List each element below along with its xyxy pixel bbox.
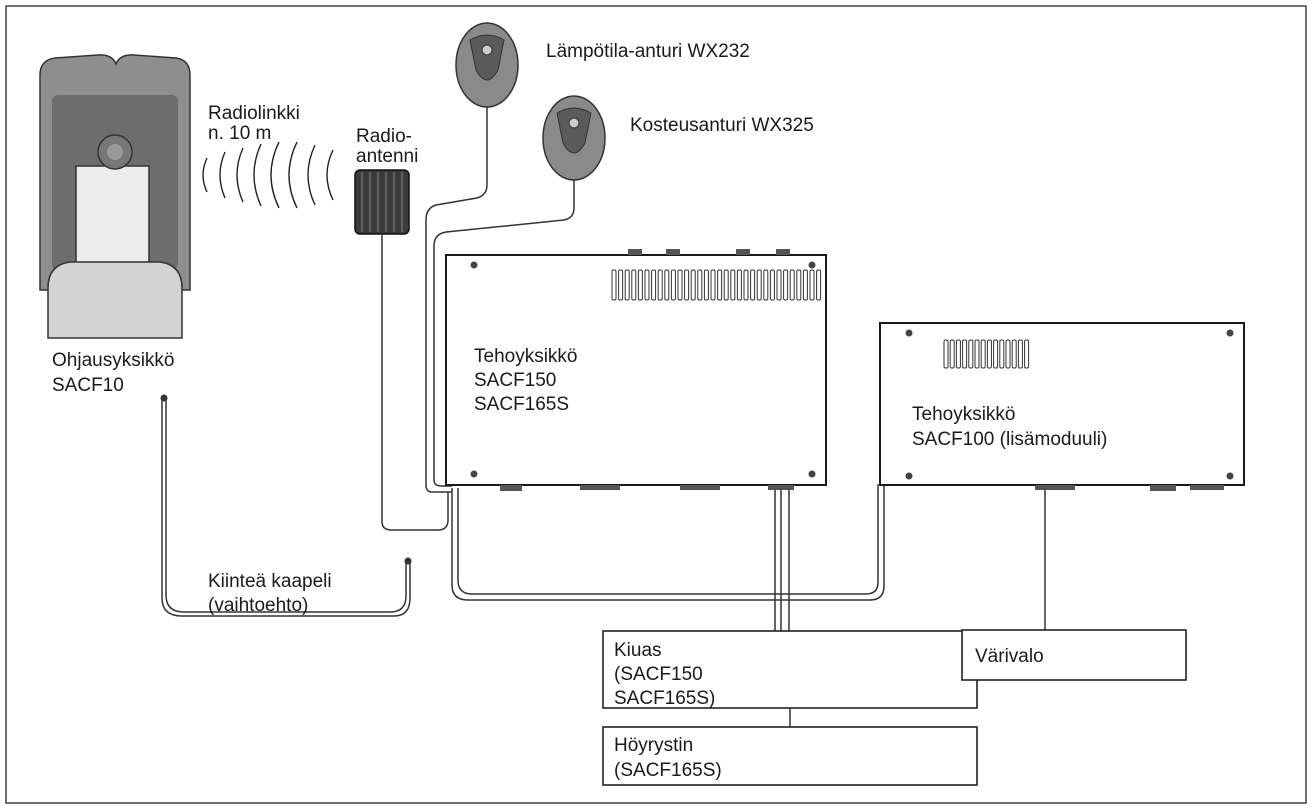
terminal-slot: [637, 269, 643, 301]
antenna-label-1: Radio-: [356, 126, 412, 147]
terminal-slot: [999, 339, 1005, 369]
terminal-slot: [1011, 339, 1017, 369]
antenna-icon: [354, 169, 410, 235]
terminal-slot: [974, 339, 980, 369]
extra-power-unit-label-2: SACF100 (lisämoduuli): [912, 429, 1107, 450]
terminal-slot: [743, 269, 749, 301]
fixed-cable: [165, 400, 407, 613]
terminal-slot: [1005, 339, 1011, 369]
terminal-slot: [631, 269, 637, 301]
terminal-slot: [809, 269, 815, 301]
control-unit-icon: [39, 54, 191, 339]
terminal-slot: [962, 339, 968, 369]
radio-waves: [202, 141, 334, 209]
terminal-slot: [1017, 339, 1023, 369]
terminal-slot: [802, 269, 808, 301]
cable-label-1: Kiinteä kaapeli: [208, 571, 332, 592]
terminal-slot: [710, 269, 716, 301]
control-unit-label-2: SACF10: [52, 375, 124, 396]
radiolink-label-2: n. 10 m: [208, 123, 271, 144]
terminal-slot: [730, 269, 736, 301]
antenna-cable: [381, 235, 449, 531]
terminal-slot: [756, 269, 762, 301]
steamer-label-1: Höyrystin: [614, 735, 693, 756]
power-unit-label-2: SACF150: [474, 370, 556, 391]
terminal-slot: [736, 269, 742, 301]
terminal-slot: [776, 269, 782, 301]
terminal-slot: [717, 269, 723, 301]
terminal-slot: [664, 269, 670, 301]
terminal-slot: [670, 269, 676, 301]
terminal-slot: [624, 269, 630, 301]
terminal-slot: [816, 269, 822, 301]
power-unit-label-1: Tehoyksikkö: [474, 346, 578, 367]
steamer-box: [602, 726, 978, 786]
antenna-label-2: antenni: [356, 146, 418, 167]
extra-terminal-block: [943, 339, 1030, 369]
terminal-slot: [723, 269, 729, 301]
humidity-sensor-cable: [433, 177, 575, 487]
steamer-label-2: (SACF165S): [614, 760, 722, 781]
extra-power-unit-label-1: Tehoyksikkö: [912, 404, 1016, 425]
bus-cable: [451, 484, 885, 601]
bus-cable-inner: [457, 484, 879, 595]
terminal-slot: [657, 269, 663, 301]
terminal-slot: [783, 269, 789, 301]
terminal-slot: [993, 339, 999, 369]
terminal-slot: [1024, 339, 1030, 369]
color-light-label: Värivalo: [975, 646, 1044, 667]
terminal-slot: [697, 269, 703, 301]
radiolink-label-1: Radiolinkki: [208, 103, 300, 124]
terminal-slot: [769, 269, 775, 301]
diagram-frame: [5, 5, 1307, 804]
color-light-box: [961, 629, 1187, 681]
fixed-cable-inner: [161, 400, 411, 617]
terminal-slot: [684, 269, 690, 301]
power-unit-extra: [879, 322, 1245, 491]
main-terminal-block: [611, 269, 822, 301]
terminal-slot: [943, 339, 949, 369]
temperature-sensor-icon: [455, 22, 519, 108]
humidity-sensor-icon: [542, 95, 606, 181]
control-unit-label-1: Ohjausyksikkö: [52, 350, 175, 371]
temp-sensor-cable: [425, 102, 488, 493]
terminal-slot: [618, 269, 624, 301]
power-unit-label-3: SACF165S: [474, 394, 569, 415]
terminal-slot: [968, 339, 974, 369]
terminal-slot: [651, 269, 657, 301]
heater-label-1: Kiuas: [614, 640, 662, 661]
cable-label-2: (vaihtoehto): [208, 595, 308, 616]
heater-label-3: SACF165S): [614, 688, 715, 709]
heater-label-2: (SACF150: [614, 664, 703, 685]
fixed-cable-end-right: [404, 557, 412, 565]
terminal-slot: [677, 269, 683, 301]
terminal-slot: [949, 339, 955, 369]
terminal-slot: [611, 269, 617, 301]
terminal-slot: [789, 269, 795, 301]
power-unit-main: [445, 249, 827, 491]
fixed-cable-end-left: [160, 394, 168, 402]
terminal-slot: [986, 339, 992, 369]
terminal-slot: [703, 269, 709, 301]
terminal-slot: [796, 269, 802, 301]
terminal-slot: [750, 269, 756, 301]
terminal-slot: [690, 269, 696, 301]
terminal-slot: [763, 269, 769, 301]
terminal-slot: [980, 339, 986, 369]
humidity-sensor-label: Kosteusanturi WX325: [630, 115, 814, 136]
terminal-slot: [644, 269, 650, 301]
temp-sensor-label: Lämpötila-anturi WX232: [546, 41, 750, 62]
terminal-slot: [955, 339, 961, 369]
